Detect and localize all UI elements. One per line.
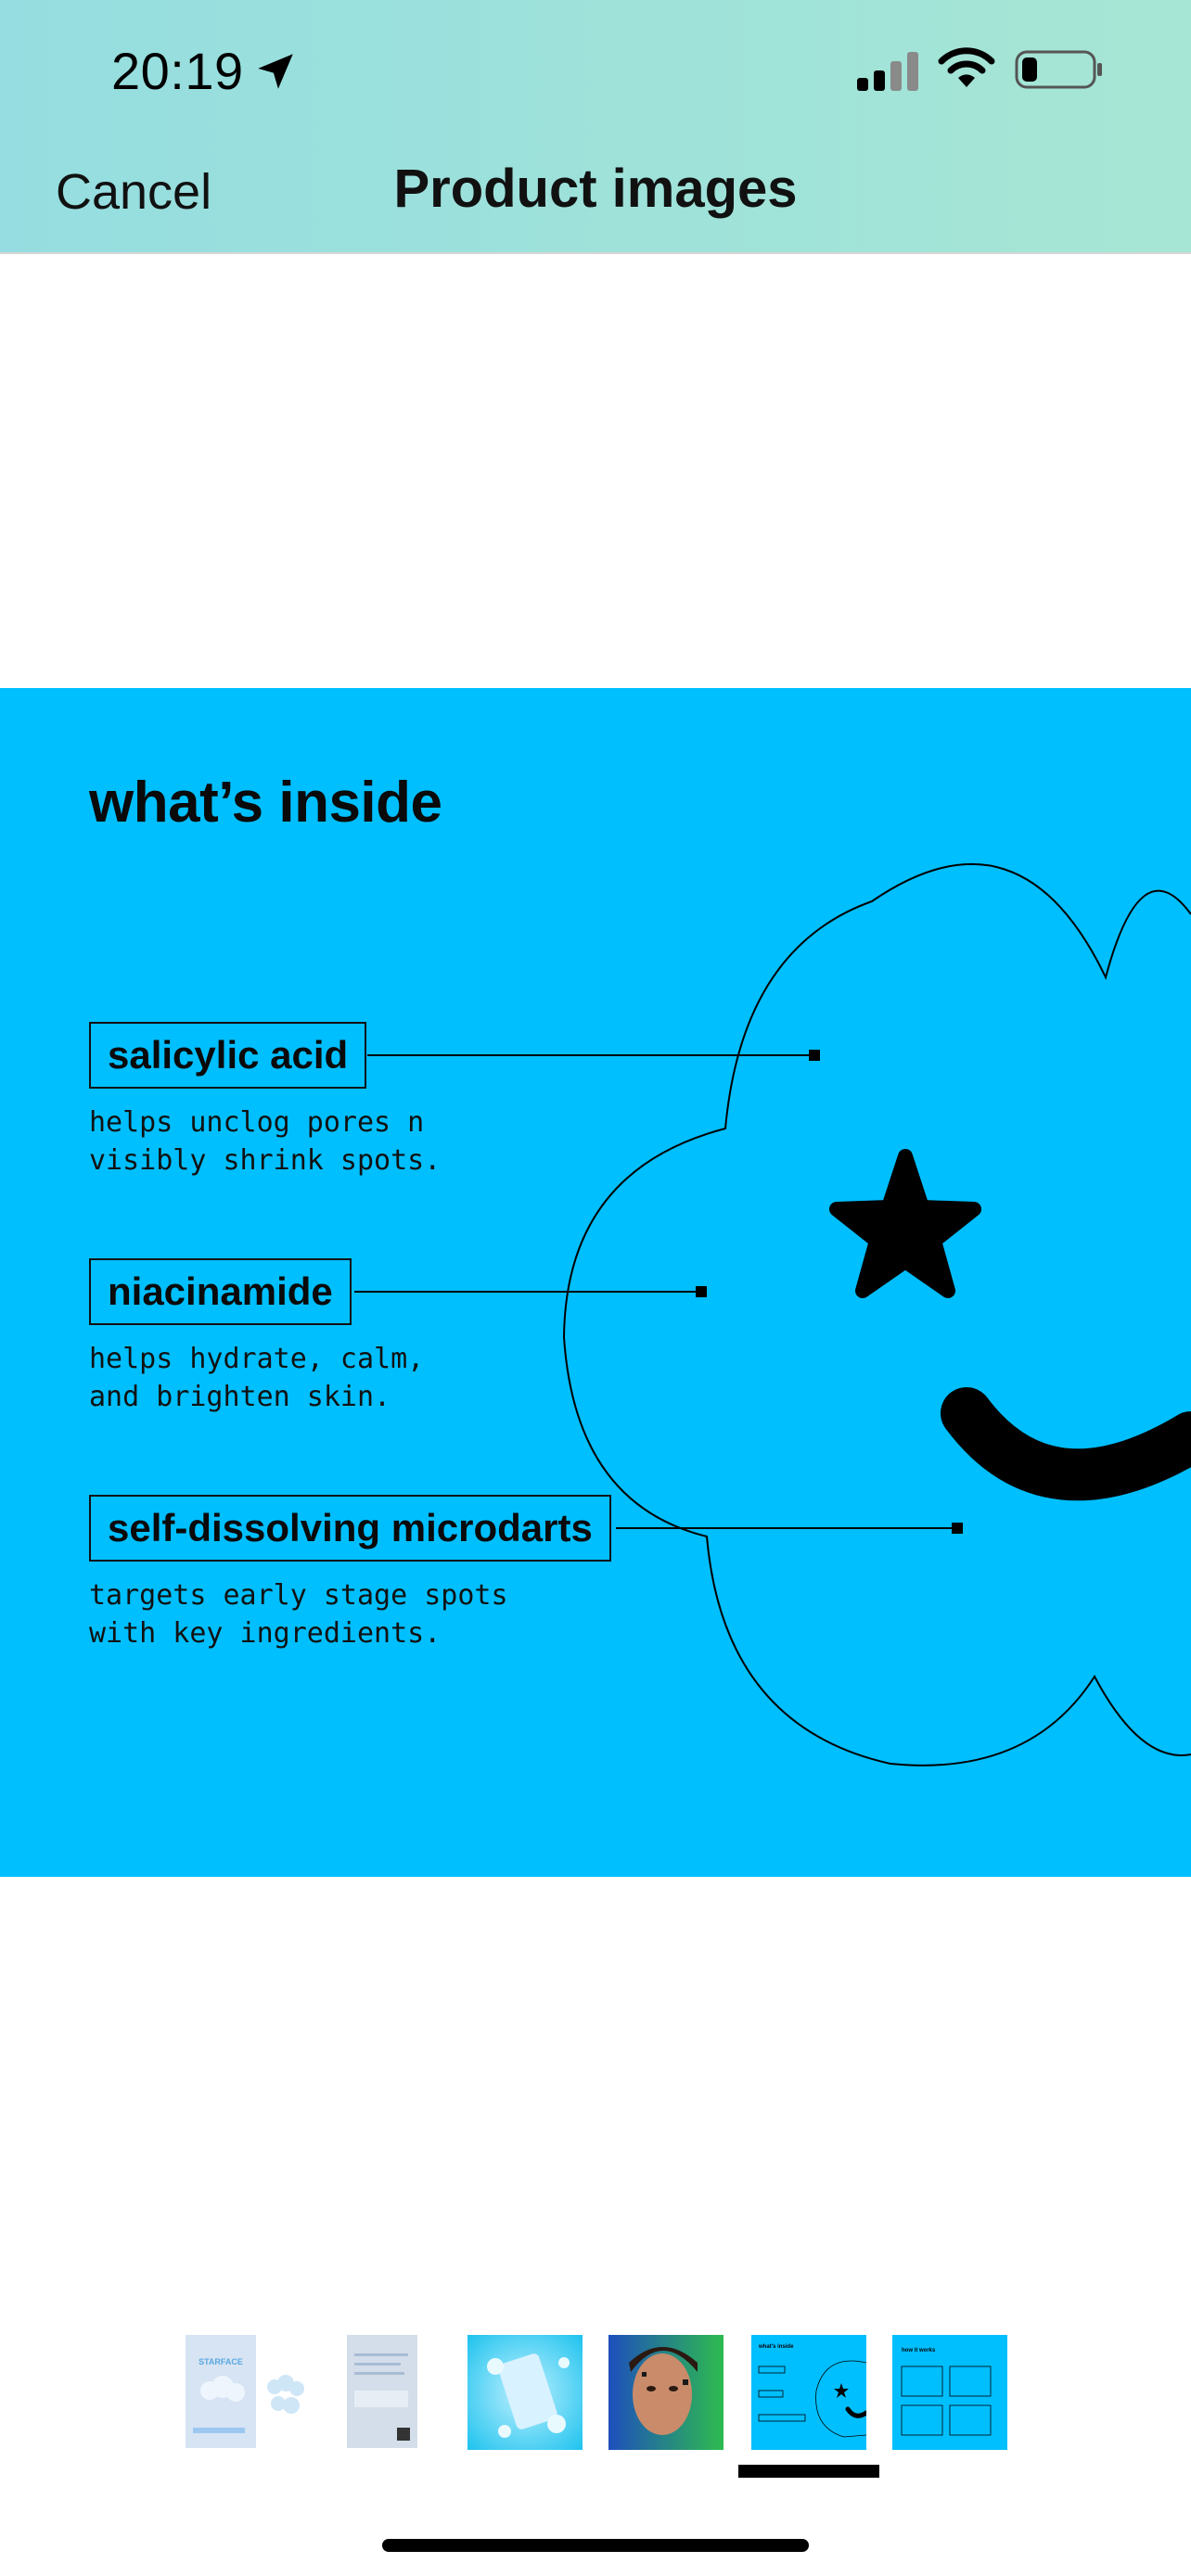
thumbnail-4[interactable]: [608, 2335, 724, 2450]
page-title: Product images: [393, 159, 798, 219]
thumbnail-2-image: [347, 2335, 417, 2448]
thumbnail-3-image: [467, 2335, 583, 2450]
ingredient-desc-microdarts: targets early stage spots with key ingre…: [89, 1579, 508, 1650]
wifi-icon: [938, 47, 995, 87]
smile-mouth: [941, 1387, 1191, 1501]
ingredient-label-salicylic-acid: salicylic acid: [89, 1022, 367, 1089]
thumbnail-3[interactable]: [467, 2335, 583, 2450]
ingredient-label-niacinamide: niacinamide: [89, 1258, 352, 1325]
ingredient-desc-salicylic-acid: helps unclog pores n visibly shrink spot…: [89, 1106, 442, 1177]
thumbnail-2[interactable]: [345, 2335, 419, 2450]
star-icon: [829, 1149, 981, 1298]
navigation-header: 20:19 Cancel Product images: [0, 0, 1191, 254]
ingredient-desc-niacinamide: helps hydrate, calm, and brighten skin.: [89, 1343, 425, 1413]
battery-icon: [1015, 50, 1102, 89]
section-heading: what’s inside: [89, 771, 442, 835]
thumbnail-selection-indicator: [738, 2465, 879, 2478]
thumb-5-heading: what's inside: [758, 2344, 794, 2350]
status-time: 20:19: [111, 42, 244, 100]
thumb-6-heading: how it works: [902, 2348, 936, 2353]
cloud-illustration: [354, 862, 1191, 1766]
location-arrow-icon: [258, 54, 293, 89]
signal-icon: [857, 52, 918, 91]
cloud-outline: [562, 862, 1191, 1766]
thumbnail-1[interactable]: STARFACE: [182, 2335, 321, 2450]
product-image[interactable]: what’s inside salicylic acid helps unclo…: [0, 688, 1191, 1877]
thumbnail-6-image: how it works: [892, 2335, 1007, 2450]
thumbnail-5-image: what's inside: [751, 2335, 866, 2450]
thumbnail-1-image: STARFACE: [186, 2335, 304, 2448]
thumbnail-6[interactable]: how it works: [892, 2335, 1007, 2450]
thumb-brand-text: STARFACE: [198, 2357, 243, 2366]
cancel-button[interactable]: Cancel: [56, 164, 212, 220]
thumbnail-4-image: [608, 2335, 724, 2450]
home-indicator[interactable]: [382, 2539, 809, 2552]
thumbnail-5-selected[interactable]: what's inside: [751, 2335, 866, 2450]
ingredient-label-microdarts: self-dissolving microdarts: [89, 1495, 611, 1562]
